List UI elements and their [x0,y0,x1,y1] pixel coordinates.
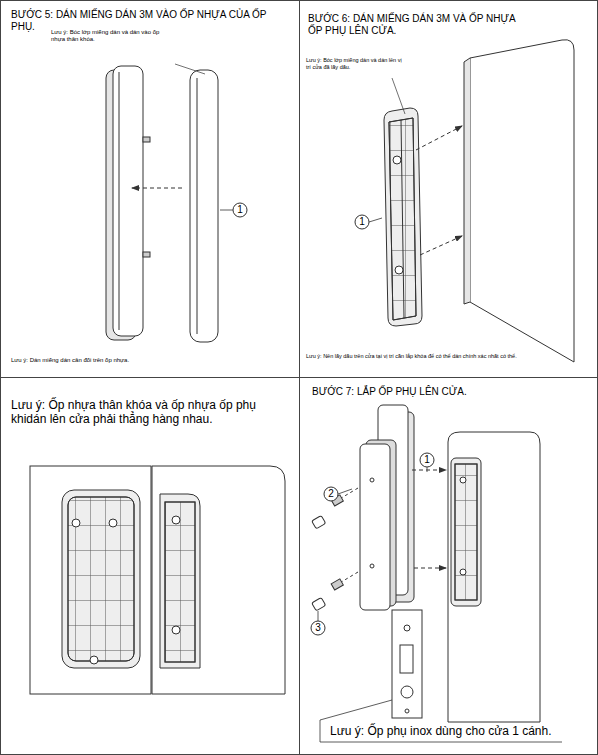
step-panel: BƯỚC 6: DÁN MIẾNG DÁN 3M VÀ ỐP NHỰA ỐP P… [299,0,598,378]
note-text: Lưu ý: Nên lấy dấu trên cửa tại vị trí c… [306,353,593,360]
stainless-plate [392,610,422,718]
callout-number: 1 [233,203,247,217]
door [448,432,540,722]
lock-plate [113,66,143,336]
screw-cap [312,516,326,529]
note-text: Lưu ý: Bóc lớp miếng dán và dán vào ốp n… [51,29,173,43]
door [470,40,574,362]
plastic-plate [384,108,422,326]
callout-number: 3 [311,621,325,635]
step-panel: Lưu ý: Ốp nhựa thân khóa và ốp nhựa ốp p… [0,377,300,755]
lock-body-plate [62,490,140,668]
step-heading: BƯỚC 6: DÁN MIẾNG DÁN 3M VÀ ỐP NHỰA ỐP P… [308,13,528,37]
note-text: Lưu ý: Bóc lớp miếng dán và dán lên vị t… [306,57,402,70]
strike-plate [160,494,200,668]
callout-number: 1 [355,215,369,229]
step-heading: Lưu ý: Ốp nhựa thân khóa và ốp nhựa ốp p… [11,398,291,427]
note-text: Lưu ý: Dán miếng dán cân đối trên ốp nhự… [11,357,291,364]
note-text: Lưu ý: Ốp phụ inox dùng cho cửa 1 cánh. [330,724,592,738]
step-panel: BƯỚC 5: DÁN MIẾNG DÁN 3M VÀO ỐP NHỰA CỦA… [0,0,300,378]
callout-number: 2 [324,487,338,501]
step-panel: BƯỚC 7: LẮP ỐP PHỤ LÊN CỬA. Lưu ý: Ốp phụ… [299,377,598,755]
step-heading: BƯỚC 7: LẮP ỐP PHỤ LÊN CỬA. [312,386,542,398]
tape-strip [190,70,218,342]
callout-number: 1 [420,453,434,467]
door-edge [30,466,151,694]
